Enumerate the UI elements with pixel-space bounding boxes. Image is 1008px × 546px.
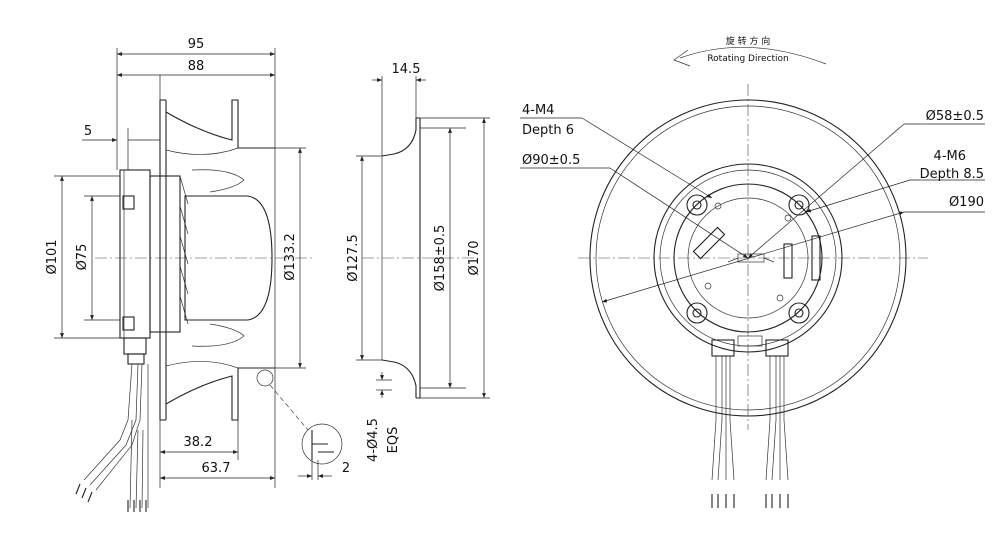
inlet-ring-view: 14.5 Ø127.5 Ø158±0.5 Ø170 4-Ø4.5 EQS xyxy=(346,62,490,462)
dim-dia75: Ø75 xyxy=(75,244,90,271)
dim-eqs: EQS xyxy=(386,427,401,454)
dim-dia170: Ø170 xyxy=(467,240,482,275)
dim-dia158: Ø158±0.5 xyxy=(433,225,448,292)
dim-dia127: Ø127.5 xyxy=(346,234,361,281)
dim-2: 2 xyxy=(342,461,350,476)
label-4-m6: 4-M6 xyxy=(934,149,966,164)
label-dia90: Ø90±0.5 xyxy=(522,153,580,168)
label-depth-8-5: Depth 8.5 xyxy=(920,167,984,182)
label-dia190: Ø190 xyxy=(949,195,984,210)
dim-14-5: 14.5 xyxy=(392,62,421,77)
dim-38: 38.2 xyxy=(184,435,213,450)
dim-dia133: Ø133.2 xyxy=(283,233,298,280)
front-view: 旋 转 方 向 Rotating Direction xyxy=(520,35,985,508)
dim-holes: 4-Ø4.5 xyxy=(366,418,381,462)
rotation-label-cn: 旋 转 方 向 xyxy=(726,35,771,47)
rotation-label-en: Rotating Direction xyxy=(707,54,788,64)
label-4-m4: 4-M4 xyxy=(522,103,554,118)
dim-95: 95 xyxy=(188,37,205,52)
side-view: 95 88 5 Ø101 Ø75 Ø133.2 38.2 63.7 2 xyxy=(45,37,350,512)
dim-88: 88 xyxy=(188,59,205,74)
dim-dia101: Ø101 xyxy=(45,239,60,274)
dim-5: 5 xyxy=(84,124,92,139)
label-dia58: Ø58±0.5 xyxy=(926,109,984,124)
label-depth-6: Depth 6 xyxy=(522,123,574,138)
dim-63: 63.7 xyxy=(202,461,231,476)
